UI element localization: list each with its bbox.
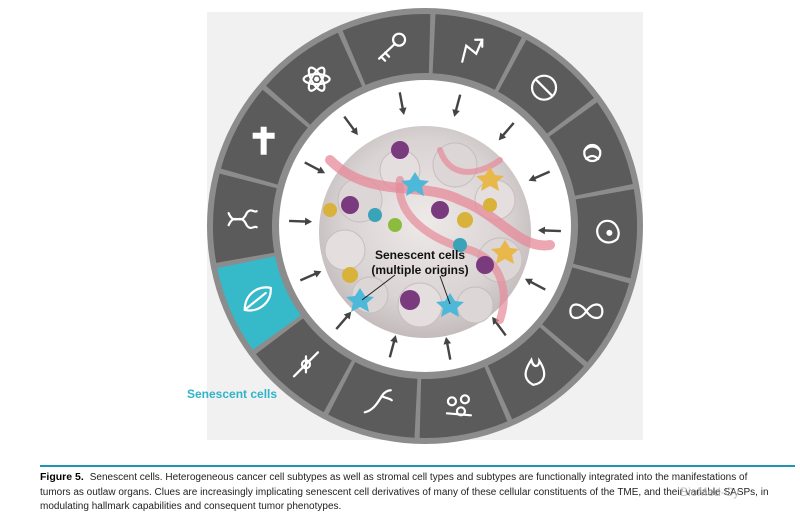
stromal-cell — [431, 201, 449, 219]
arrow-head — [390, 335, 398, 343]
genome-dna-icon — [227, 209, 258, 230]
inward-arrow — [500, 122, 515, 139]
inward-arrow — [304, 161, 323, 173]
hallmark-segment — [549, 102, 633, 196]
inward-arrow — [454, 94, 462, 114]
stromal-cell — [388, 218, 402, 232]
center-label-line2: (multiple origins) — [371, 263, 468, 277]
inward-arrow — [531, 170, 551, 181]
vasculature-branch-icon — [363, 389, 393, 414]
tumor-mass — [319, 126, 555, 338]
senescent-cell-star — [401, 172, 429, 196]
arrow-head — [343, 311, 352, 320]
hallmark-segments — [212, 14, 637, 438]
arrow-head — [492, 316, 500, 325]
inward-arrow — [398, 92, 405, 112]
arrows-group — [289, 92, 561, 360]
inflammation-flame-icon — [524, 357, 546, 386]
pointer-line — [361, 274, 396, 301]
hallmark-segment — [212, 173, 277, 263]
immortality-infinity-icon — [569, 303, 604, 320]
senescent-cell-star — [436, 293, 464, 317]
arrow-head — [350, 127, 358, 136]
tumor-cell — [324, 229, 366, 271]
hallmarks-figure: Senescent cells (multiple origins) Senes… — [187, 8, 643, 444]
inward-arrow — [388, 338, 396, 358]
figure-caption: Figure 5.Senescent cells. Heterogeneous … — [40, 470, 780, 515]
energetics-atom-icon — [302, 66, 331, 92]
inward-arrow — [527, 279, 546, 291]
watermark: BioMed-Cy — [680, 485, 740, 499]
stromal-cell — [483, 198, 497, 212]
hallmark-segment — [328, 362, 418, 438]
stromal-cell — [453, 238, 467, 252]
arrow-head — [452, 109, 460, 117]
senescent-cell-star — [346, 288, 374, 312]
blood-vessel — [437, 147, 503, 175]
stromal-cell — [391, 141, 409, 159]
blood-vessel — [395, 176, 508, 324]
hallmark-segment — [542, 267, 630, 363]
arrow-head — [313, 270, 322, 278]
inward-arrow — [343, 115, 357, 133]
inward-arrow — [289, 219, 309, 223]
stromal-cell — [476, 256, 494, 274]
arrow-head — [498, 132, 507, 141]
arrow-head — [537, 226, 546, 235]
microbiome-icon — [292, 351, 320, 378]
inward-arrow — [335, 313, 350, 330]
stromal-cell — [400, 290, 420, 310]
stromal-cell — [323, 203, 337, 217]
tumor-cell — [456, 286, 494, 324]
stromal-cell — [457, 212, 473, 228]
suppressor-block-icon — [530, 74, 558, 101]
arrow-head — [304, 217, 313, 226]
caption-divider — [40, 465, 795, 467]
senescent-cell-star — [491, 240, 519, 264]
arrow-head — [317, 166, 326, 174]
highlight-label: Senescent cells — [187, 387, 277, 401]
arrow-head — [524, 278, 533, 286]
reprogramming-gear-icon — [583, 143, 602, 163]
stromal-cell — [368, 208, 382, 222]
stromal-cell — [341, 196, 359, 214]
blood-vessel — [325, 155, 555, 251]
inward-arrow — [541, 229, 561, 233]
hallmark-segment — [487, 327, 584, 420]
segment-senescent-highlight — [217, 256, 301, 350]
hallmark-segment — [498, 39, 595, 134]
invasion-cell-icon — [596, 219, 620, 244]
caption-label: Figure 5. — [40, 471, 84, 483]
hallmark-segment — [342, 14, 431, 86]
arrow-head — [528, 174, 537, 182]
arrow-head — [398, 107, 407, 115]
caption-text: Senescent cells. Heterogeneous cancer ce… — [40, 472, 769, 512]
inward-arrow — [493, 319, 507, 337]
arrow-head — [443, 337, 452, 345]
avoiding-death-cross-icon — [252, 126, 275, 155]
stromal-cell — [342, 267, 358, 283]
proliferation-arrow-icon — [461, 38, 484, 63]
immune-cells-icon — [445, 394, 473, 417]
inward-arrow — [445, 340, 452, 360]
pointer-line — [439, 275, 451, 305]
senescent-leaf-icon — [243, 286, 272, 312]
senescent-cell-star — [476, 167, 504, 191]
inward-arrow — [299, 271, 319, 282]
hallmark-segment — [266, 32, 363, 125]
key-icon — [377, 32, 407, 62]
center-label-line1: Senescent cells — [375, 248, 465, 262]
hallmark-segment — [573, 189, 637, 279]
